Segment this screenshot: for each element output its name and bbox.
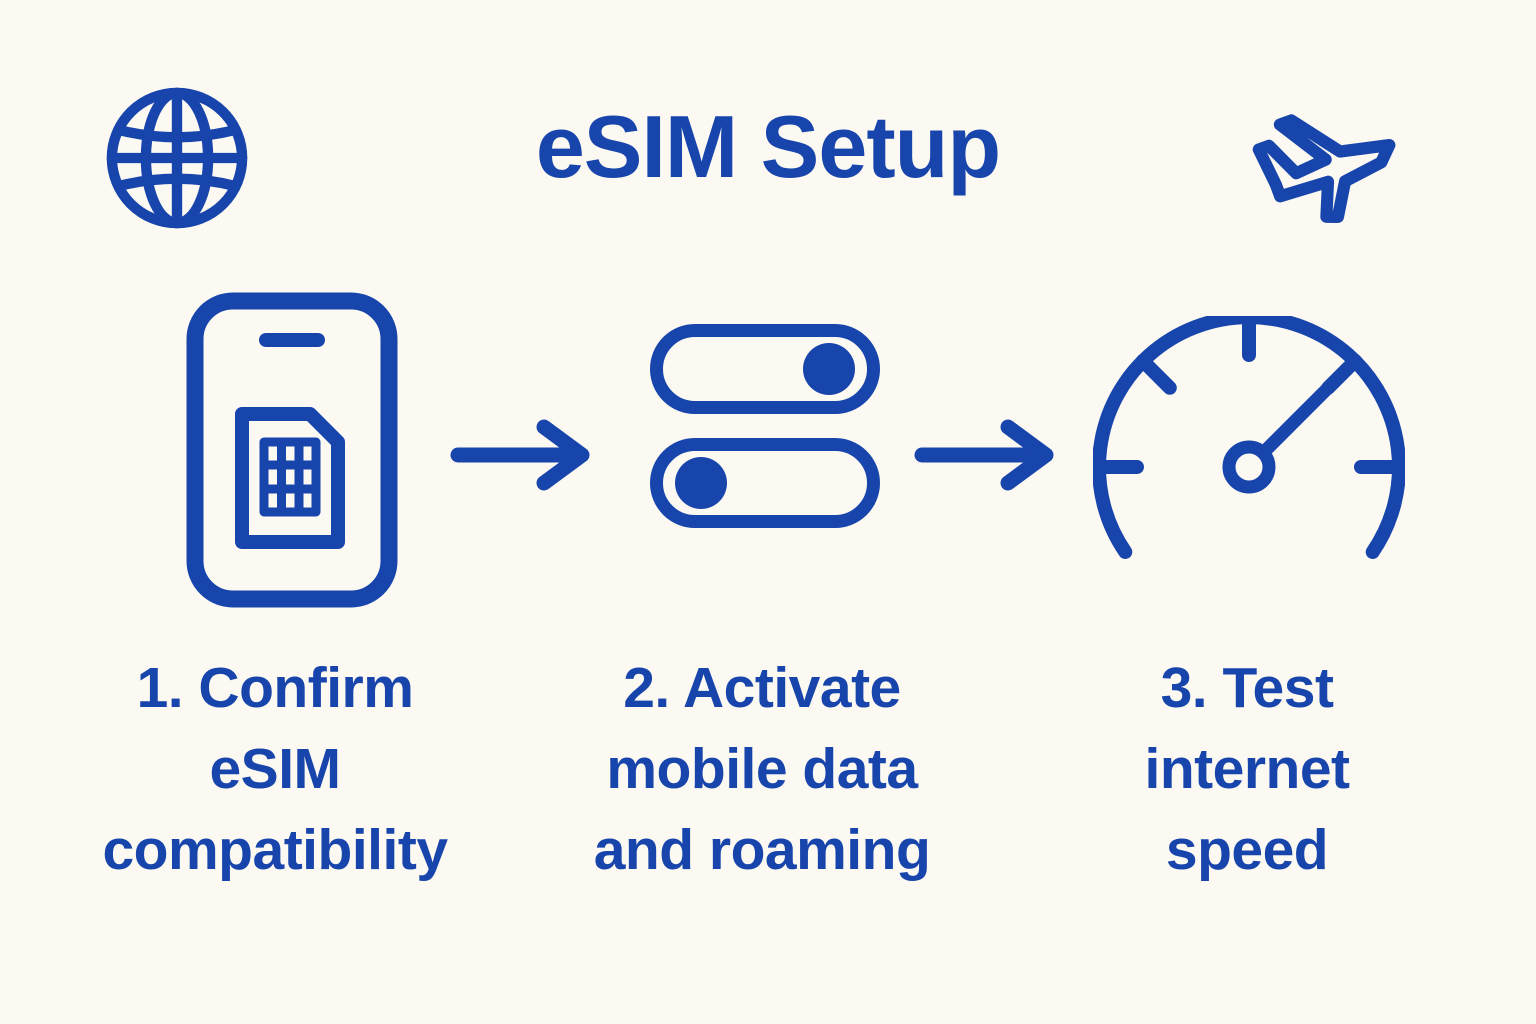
arrow-right-icon <box>914 419 1054 491</box>
step-label-line: speed <box>1165 817 1329 882</box>
step-label-line: mobile data <box>606 736 918 801</box>
toggle-switch <box>650 324 880 414</box>
step-label-line: compatibility <box>102 817 448 882</box>
step-label-line: and roaming <box>593 817 931 882</box>
step-label-1: 1. Confirm eSIM compatibility <box>15 648 535 891</box>
toggle-knob <box>675 457 727 509</box>
globe-icon <box>106 87 248 229</box>
step-label-line: internet <box>1144 736 1350 801</box>
step-label-2: 2. Activate mobile data and roaming <box>502 648 1022 891</box>
airplane-icon <box>1252 114 1396 224</box>
phone-sim-icon <box>186 292 398 608</box>
toggle-switches-icon <box>650 324 880 528</box>
step-label-3: 3. Test internet speed <box>987 648 1507 891</box>
speedometer-icon <box>1093 316 1405 559</box>
page-title: eSIM Setup <box>535 97 1001 196</box>
step-label-line: 2. Activate <box>623 656 901 720</box>
step-label-line: 3. Test <box>1160 656 1334 720</box>
toggle-switch <box>650 438 880 528</box>
step-label-line: eSIM <box>209 736 341 801</box>
arrow-right-icon <box>450 419 590 491</box>
toggle-knob <box>803 343 855 395</box>
step-label-line: 1. Confirm <box>136 656 414 720</box>
